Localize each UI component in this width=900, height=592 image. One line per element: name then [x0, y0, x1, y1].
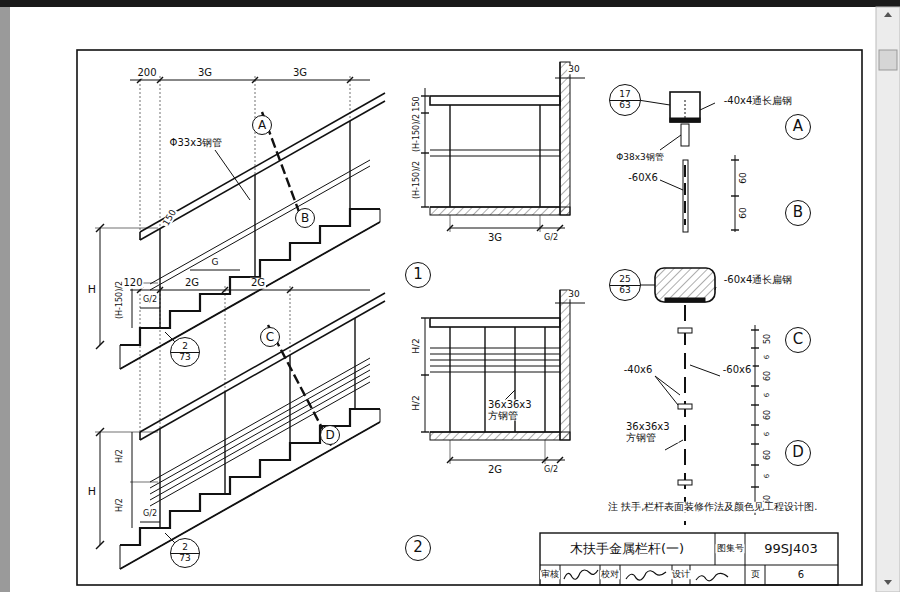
- callout-text: D: [792, 445, 804, 461]
- callout-text: 63: [610, 100, 640, 110]
- material-note: -40x6: [623, 365, 654, 376]
- dimension: 50: [764, 333, 772, 345]
- dimension: H: [87, 486, 97, 498]
- dimension: G/2: [543, 234, 559, 242]
- section-callout-circle: 1: [405, 262, 431, 288]
- dimension: 2G: [250, 278, 266, 289]
- callout-text: 2: [413, 540, 423, 556]
- section-callout-circle: 2: [405, 535, 431, 561]
- section-callout-circle: B: [295, 208, 315, 228]
- dimension: 60: [739, 206, 748, 219]
- dimension: 2G: [487, 465, 503, 476]
- material-note: Φ38x3钢管: [615, 153, 665, 162]
- title-block-cell: 99SJ403: [763, 542, 818, 556]
- dimension: 60: [764, 370, 772, 382]
- section-callout-circle: A: [252, 115, 272, 135]
- dimension: 150: [161, 207, 179, 228]
- callout-text: 2: [182, 543, 188, 552]
- dimension: (H-150)/2: [413, 113, 421, 153]
- material-note: 36x36x3 方钢管: [487, 400, 541, 421]
- dimension: H/2: [116, 448, 124, 464]
- general-note: 注 扶手,栏杆表面装修作法及颜色见工程设计图.: [607, 502, 819, 513]
- dimension: H/2: [412, 337, 421, 355]
- title-block-cell: 校对: [600, 570, 620, 579]
- section-callout-circle: C: [785, 327, 811, 353]
- dimension: G: [211, 258, 220, 267]
- section-callout-circle: B: [785, 200, 811, 226]
- dimension: (H-150)/2: [413, 160, 421, 200]
- title-block-cell: 设计: [671, 570, 691, 579]
- dimension: 6: [764, 354, 771, 360]
- callout-text: 73: [171, 352, 199, 362]
- dimension: H/2: [412, 394, 421, 412]
- material-note: 36x36x3 方钢管: [625, 422, 679, 443]
- title-block-cell: 6: [797, 570, 805, 581]
- dimension: G/2: [142, 296, 158, 304]
- dimension: 2G: [184, 278, 200, 289]
- dimension: 6: [764, 431, 771, 437]
- callout-text: 1: [413, 267, 423, 283]
- material-note: -60x6: [722, 365, 753, 376]
- dimension: 30: [567, 65, 580, 74]
- drawing-title: 木扶手金属栏杆(一): [569, 542, 685, 556]
- dimension: 6: [764, 473, 771, 479]
- callout-text: A: [258, 119, 266, 132]
- dimension: 200: [136, 68, 157, 79]
- callout-text: 17: [619, 90, 630, 99]
- section-callout-circle: D: [785, 440, 811, 466]
- dimension: 60: [764, 449, 772, 461]
- dimension: H/2: [116, 497, 124, 513]
- dimension: 60: [764, 409, 772, 421]
- section-callout-circle: A: [785, 114, 811, 140]
- material-note: -60X6: [627, 173, 659, 184]
- dimension: 3G: [292, 68, 308, 79]
- detail-index-circle: 2563: [609, 269, 641, 301]
- dimension: 3G: [487, 233, 503, 244]
- dimension: G/2: [142, 510, 158, 518]
- callout-text: 63: [610, 285, 640, 295]
- dimension: 6: [764, 392, 771, 398]
- callout-text: B: [301, 212, 309, 225]
- material-note: -60x4通长扁钢: [723, 275, 794, 286]
- title-block-cell: 页: [750, 570, 761, 579]
- dimension: H: [87, 284, 97, 296]
- section-callout-circle: C: [260, 327, 280, 347]
- callout-text: B: [793, 205, 803, 221]
- dimension: 120: [122, 278, 143, 289]
- dimension: G/2: [543, 466, 559, 474]
- material-note: Φ33x3钢管: [169, 138, 224, 149]
- title-block-cell: 图集号: [716, 544, 745, 553]
- callout-text: 25: [619, 275, 630, 284]
- title-block-cell: 审核: [540, 570, 560, 579]
- section-callout-circle: D: [320, 425, 340, 445]
- dimension: 30: [567, 290, 580, 299]
- detail-index-circle: 1763: [609, 84, 641, 116]
- detail-index-circle: 273: [170, 337, 200, 367]
- callout-text: A: [793, 119, 803, 135]
- dimension: 3G: [197, 68, 213, 79]
- detail-index-circle: 273: [170, 538, 200, 568]
- callout-text: 2: [182, 342, 188, 351]
- callout-text: 73: [171, 553, 199, 563]
- dimension: 150: [413, 95, 421, 112]
- callout-text: C: [793, 332, 803, 348]
- material-note: -40x4通长扁钢: [723, 96, 794, 107]
- callout-text: D: [325, 429, 334, 442]
- callout-text: C: [266, 331, 274, 344]
- dimension: 60: [739, 171, 748, 184]
